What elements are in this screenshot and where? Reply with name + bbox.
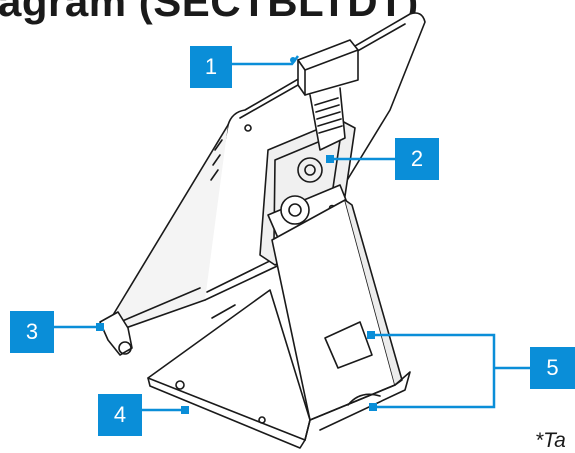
hinge — [99, 311, 133, 356]
callout-4: 4 — [98, 394, 142, 436]
callout-1: 1 — [190, 46, 232, 88]
top-clamp — [297, 39, 359, 151]
callout-2: 2 — [395, 138, 439, 180]
diagram-title: agram (SECTBLTDT) — [0, 0, 419, 25]
base-plate — [147, 289, 411, 449]
leader-lines — [54, 55, 530, 414]
callout-5: 5 — [530, 347, 575, 389]
footnote: *Ta — [535, 429, 566, 452]
stand-column — [271, 199, 403, 421]
callout-3: 3 — [10, 311, 54, 353]
